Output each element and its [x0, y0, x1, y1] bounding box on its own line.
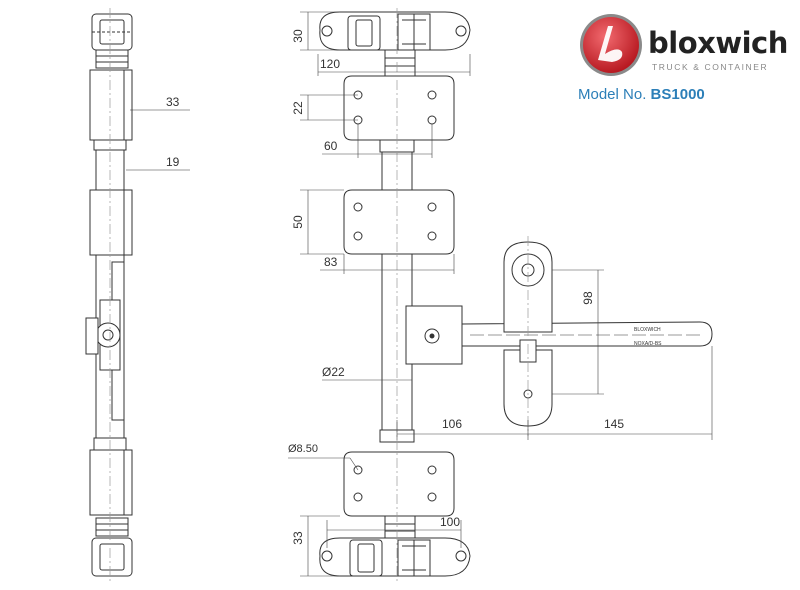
brand-logo: bloxwich TRUCK & CONTAINER [578, 8, 793, 83]
dim-hole-diameter: Ø8.50 [288, 443, 318, 455]
dim-handle-145: 145 [604, 417, 624, 431]
dim-side-19: 19 [166, 155, 180, 169]
dim-rod-diameter: Ø22 [322, 365, 345, 379]
dim-handle-106: 106 [442, 417, 462, 431]
dim-plate-50: 50 [291, 215, 305, 229]
dim-top-30: 30 [291, 29, 305, 43]
brand-name: bloxwich [648, 26, 788, 60]
dim-top-120: 120 [320, 57, 340, 71]
dim-handle-98: 98 [581, 291, 595, 305]
dimension-lines [288, 11, 713, 577]
model-prefix: Model No. [578, 86, 647, 103]
dim-plate-22: 22 [291, 101, 305, 115]
front-view [319, 8, 713, 584]
dim-bottom-33: 33 [291, 531, 305, 545]
model-number: Model No. BS1000 [578, 86, 705, 103]
dim-plate-83: 83 [324, 255, 338, 269]
side-view [85, 8, 190, 582]
brand-tagline: TRUCK & CONTAINER [652, 62, 769, 72]
handle-mark-2: NOXA/D-BS [634, 341, 662, 347]
bloxwich-logo-icon [580, 14, 642, 76]
model-code: BS1000 [650, 86, 705, 103]
dim-bottom-100: 100 [440, 515, 460, 529]
dim-side-33: 33 [166, 95, 180, 109]
dim-plate-60: 60 [324, 139, 338, 153]
handle-mark-1: BLOXWICH [634, 327, 661, 333]
